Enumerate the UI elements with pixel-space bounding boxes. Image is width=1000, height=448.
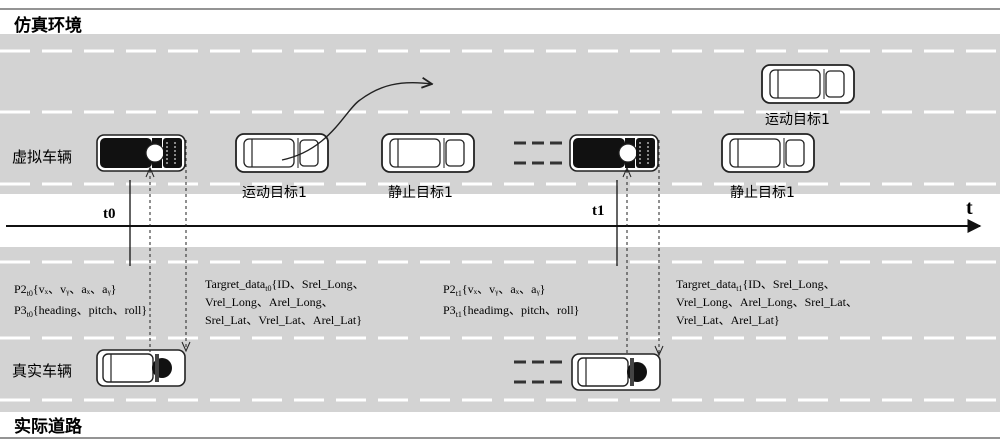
p3-t0-text: P3t0{heading、pitch、roll} (14, 303, 147, 319)
p3-t1-text: P3t1{headimg、pitch、roll} (443, 303, 579, 319)
t0-label: t0 (103, 206, 116, 222)
simulation-env-title: 仿真环境 (14, 15, 82, 36)
static-target-label-t1: 静止目标1 (730, 185, 795, 201)
real-road (0, 247, 1000, 412)
real-road-title: 实际道路 (14, 416, 83, 437)
moving-target-car-t1 (762, 65, 854, 103)
virtual-vehicle-t0 (97, 135, 185, 171)
real-vehicle-label: 真实车辆 (12, 362, 72, 380)
target-data-t1-line3: Vrel_Lat、Arel_Lat} (676, 313, 780, 327)
moving-target-label-t1: 运动目标1 (765, 112, 830, 128)
moving-target-label-t0: 运动目标1 (242, 185, 307, 201)
moving-target-car-t0 (236, 134, 328, 172)
target-data-t1-line2: Vrel_Long、Arel_Long、Srel_Lat、 (676, 295, 858, 309)
target-data-t0-line3: Srel_Lat、Vrel_Lat、Arel_Lat} (205, 313, 362, 327)
static-target-label-t0: 静止目标1 (388, 185, 453, 201)
virtual-vehicle-t1 (570, 135, 658, 171)
real-vehicle-t1 (572, 354, 660, 390)
time-axis-label: t (966, 197, 973, 219)
target-data-t1-line1: Targret_datat1{ID、Srel_Long、 (676, 277, 836, 293)
target-data-t0-line2: Vrel_Long、Arel_Long、 (205, 295, 334, 309)
real-vehicle-t0 (97, 350, 185, 386)
t1-label: t1 (592, 203, 605, 219)
target-data-t0-line1: Targret_datat0{ID、Srel_Long、 (205, 277, 365, 293)
static-target-car-t0 (382, 134, 474, 172)
static-target-car-t1 (722, 134, 814, 172)
virtual-vehicle-label: 虚拟车辆 (12, 148, 72, 166)
